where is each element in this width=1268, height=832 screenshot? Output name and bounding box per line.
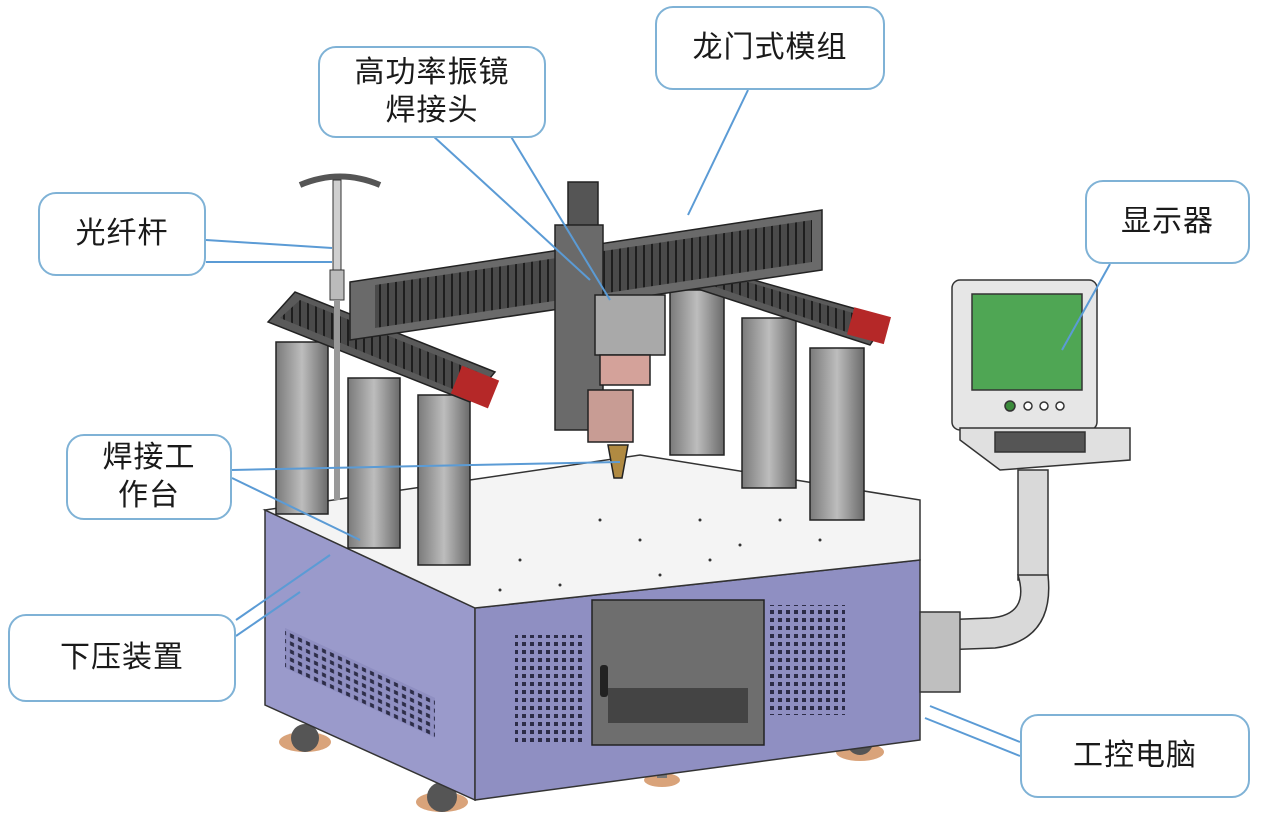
callout-gantry-text: 龙门式模组 (692, 30, 848, 65)
welding-head (554, 181, 666, 479)
callout-scanner-line1: 高功率振镜 (354, 55, 510, 90)
callout-welding-table: 焊接工 作台 (66, 434, 232, 520)
table-holes (448, 518, 822, 592)
left-rail (266, 291, 500, 409)
callout-fiber-rod: 光纤杆 (38, 192, 206, 276)
callout-table-line1: 焊接工 (102, 440, 196, 475)
leader-lines (205, 89, 1111, 757)
callout-scanner-line2: 焊接头 (385, 93, 479, 128)
fiber-rod (298, 173, 382, 500)
monitor (951, 279, 1131, 471)
callout-fiber-text: 光纤杆 (75, 216, 169, 251)
callout-table-line2: 作台 (118, 478, 180, 513)
callout-display: 显示器 (1085, 180, 1250, 264)
callout-display-text: 显示器 (1121, 204, 1214, 239)
callout-press-text: 下压装置 (60, 640, 184, 675)
callout-press-device: 下压装置 (8, 614, 236, 702)
callout-scanner-welding-head: 高功率振镜 焊接头 (318, 46, 546, 138)
support-columns (275, 289, 865, 566)
callout-pc-text: 工控电脑 (1073, 738, 1197, 773)
callout-gantry-module: 龙门式模组 (655, 6, 885, 90)
callout-industrial-pc: 工控电脑 (1020, 714, 1250, 798)
monitor-arm (919, 469, 1050, 693)
